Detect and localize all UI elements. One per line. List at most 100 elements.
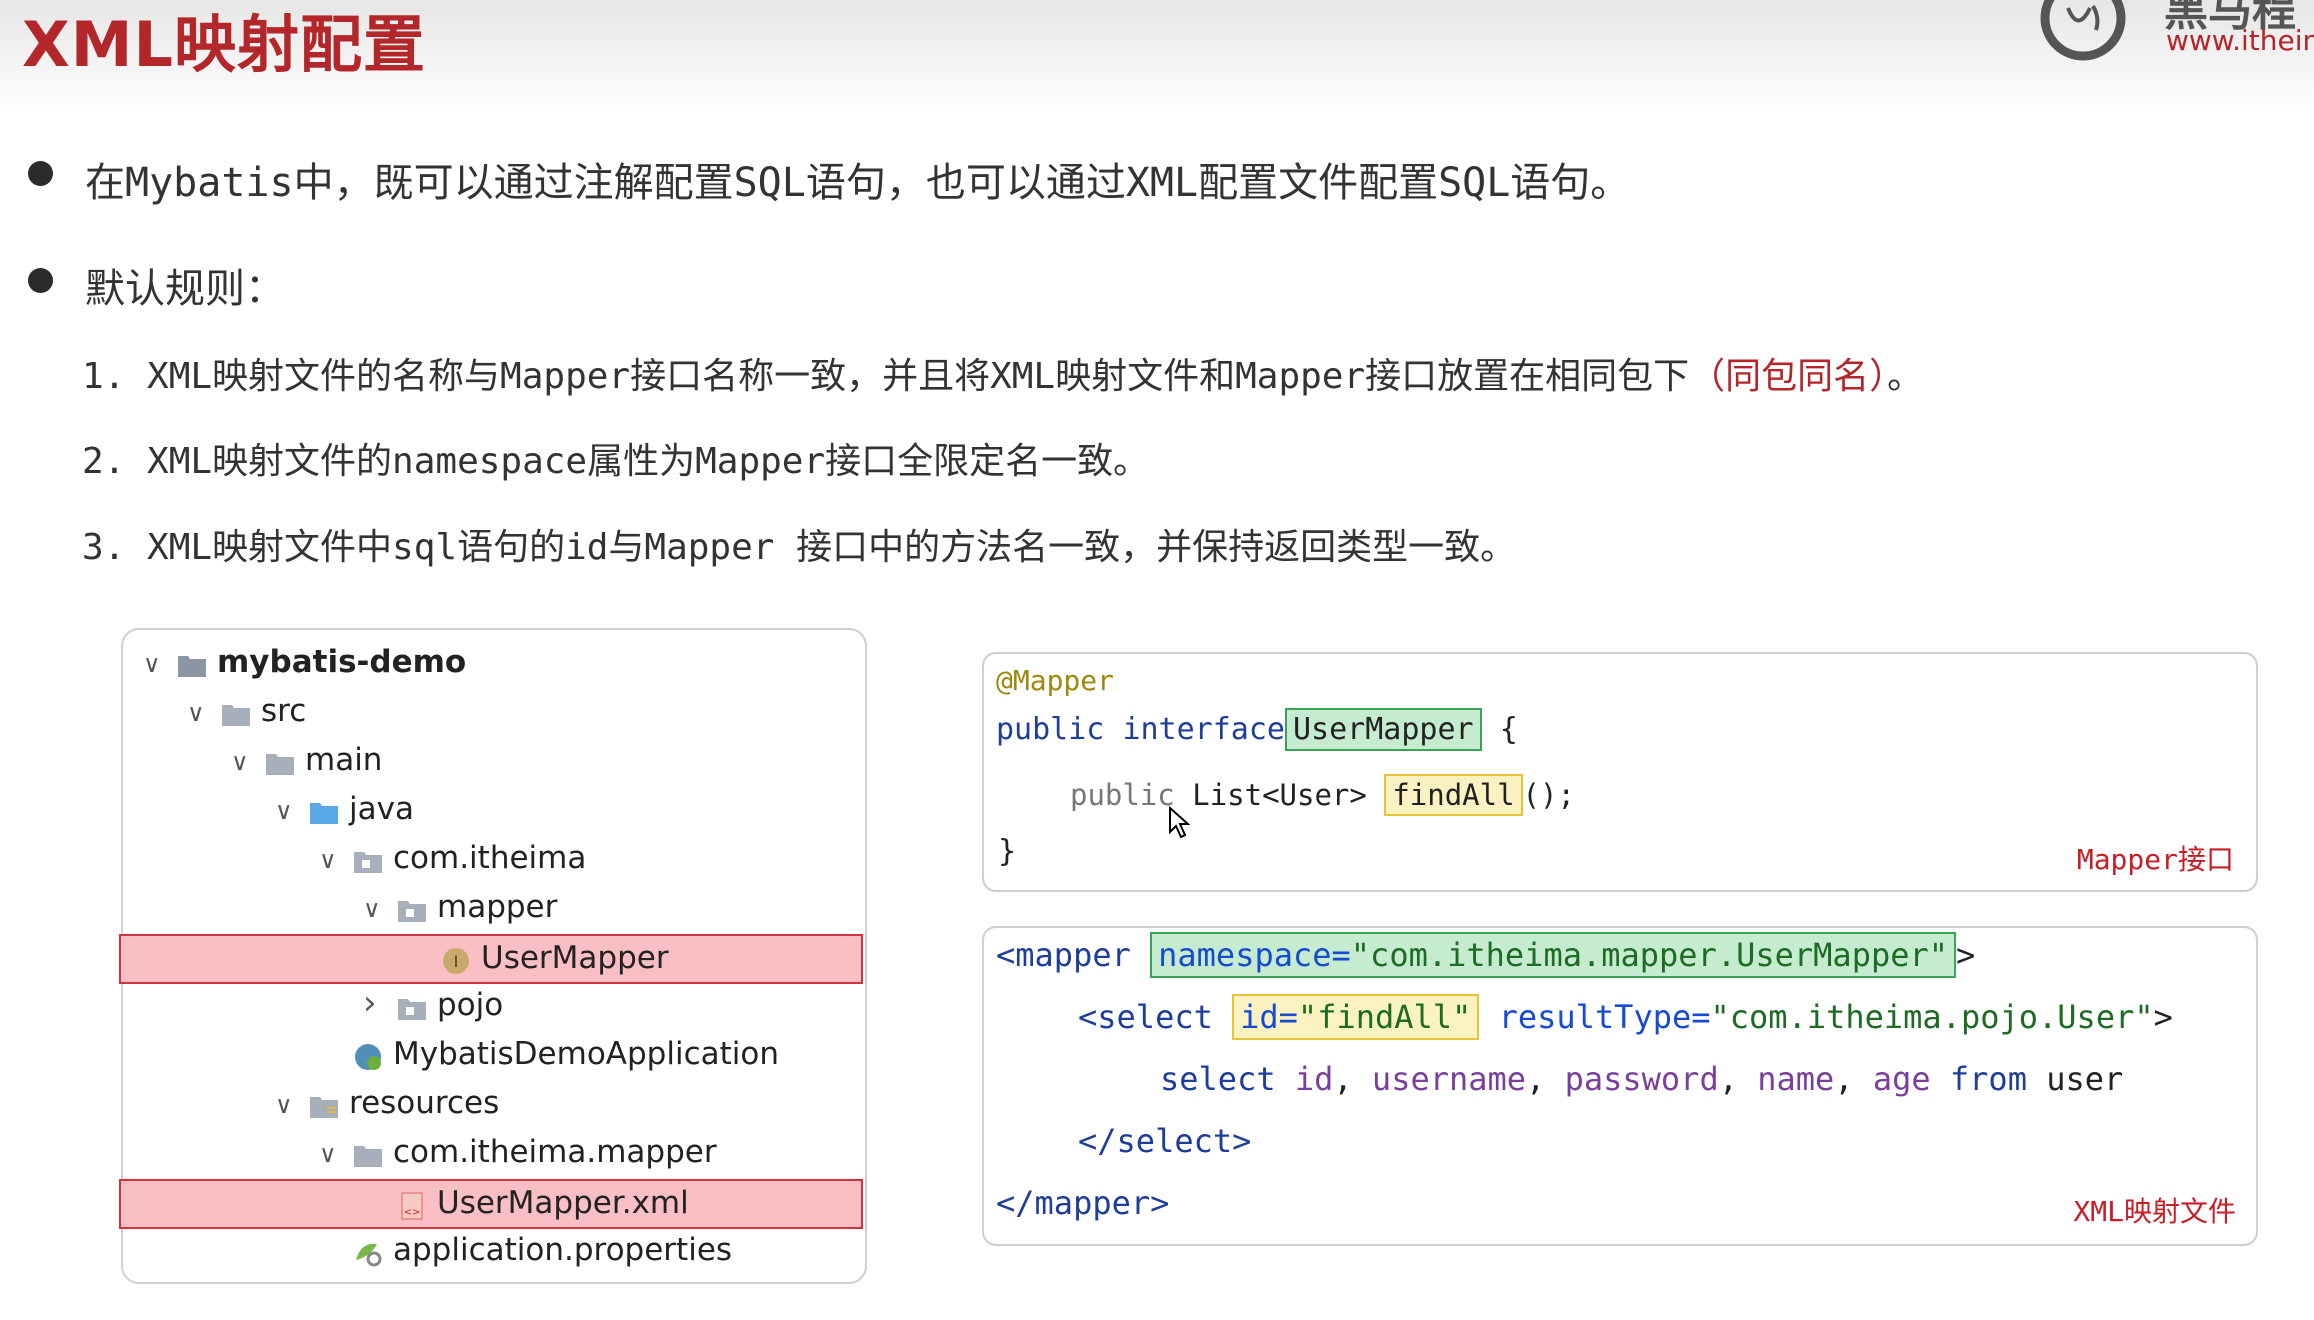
sql-column: id (1294, 1060, 1334, 1098)
chevron-down-icon[interactable]: ∨ (319, 1140, 337, 1168)
header-band (0, 0, 2314, 115)
tree-row[interactable]: ∨ mybatis-demo (121, 640, 863, 688)
rule-1: 1. XML映射文件的名称与Mapper接口名称一致，并且将XML映射文件和Ma… (82, 347, 1923, 399)
method-tail: (); (1522, 778, 1575, 812)
method-declaration: public List<User> findAll(); (1070, 774, 1575, 816)
tree-row-label: com.itheima.mapper (393, 1134, 717, 1170)
select-open-end: > (2153, 998, 2173, 1036)
result-type-value: "com.itheima.pojo.User" (1710, 998, 2154, 1036)
rule-1-highlight: （同包同名） (1689, 356, 1888, 397)
tree-row[interactable]: ∨ com.itheima.mapper (121, 1130, 863, 1178)
keyword-interface: interface (1122, 712, 1285, 747)
tree-row-label: UserMapper (481, 940, 669, 976)
tree-row-label: java (349, 791, 414, 827)
close-brace: } (998, 834, 1017, 869)
interface-icon: I (441, 946, 471, 984)
package-icon (353, 846, 383, 882)
logo-name: 黑马程 (2164, 0, 2296, 36)
bullet-dot (28, 161, 53, 186)
chevron-down-icon[interactable]: ∨ (275, 797, 293, 825)
spring-boot-class-icon (353, 1042, 383, 1080)
tree-row[interactable]: ∨ main (121, 738, 863, 786)
rule-1-text: 1. XML映射文件的名称与Mapper接口名称一致，并且将XML映射文件和Ma… (82, 356, 1690, 397)
tree-row[interactable]: ∨ com.itheima (121, 836, 863, 884)
tree-row[interactable]: ∨ java (121, 787, 863, 835)
return-type: List<User> (1192, 778, 1367, 812)
mapper-annotation: @Mapper (996, 664, 1115, 697)
tree-row-label: mapper (437, 889, 558, 925)
sql-line: select id, username, password, name, age… (1160, 1060, 2124, 1098)
bullet-dot (28, 268, 53, 293)
folder-icon (265, 748, 295, 784)
tree-row-label: src (261, 693, 307, 729)
tree-row-label: main (305, 742, 383, 778)
namespace-attr: namespace= (1158, 936, 1351, 974)
chevron-down-icon[interactable]: ∨ (275, 1091, 293, 1119)
tree-row-label: UserMapper.xml (437, 1185, 689, 1221)
tree-row[interactable]: MybatisDemoApplication (121, 1032, 863, 1080)
tree-row[interactable]: ∨ mapper (121, 885, 863, 933)
properties-file-icon (353, 1238, 383, 1276)
id-highlight: id="findAll" (1232, 994, 1480, 1040)
tree-row-label: com.itheima (393, 840, 587, 876)
select-close-tag: </select> (1078, 1122, 1252, 1160)
namespace-highlight: namespace="com.itheima.mapper.UserMapper… (1150, 932, 1957, 978)
svg-text:I: I (454, 952, 459, 971)
id-attr: id= (1240, 998, 1298, 1036)
chevron-right-icon[interactable]: › (363, 983, 377, 1023)
rule-2: 2. XML映射文件的namespace属性为Mapper接口全限定名一致。 (82, 441, 1150, 482)
tree-row[interactable]: ∨ src (121, 689, 863, 737)
open-brace: { (1499, 712, 1518, 747)
select-open-tag: <select (1078, 998, 1213, 1036)
tree-row[interactable]: application.properties (121, 1228, 863, 1276)
sql-column: age (1872, 1060, 1931, 1098)
mapper-interface-label: Mapper接口 (2076, 843, 2234, 876)
itheima-logo-icon (2040, 0, 2126, 61)
sql-table: user (2046, 1060, 2124, 1098)
sql-column: name (1757, 1060, 1835, 1098)
method-public: public (1070, 778, 1175, 812)
tree-row-label: mybatis-demo (217, 644, 467, 680)
method-name-highlight: findAll (1384, 774, 1523, 816)
mouse-cursor-icon (1169, 806, 1190, 839)
id-value: "findAll" (1297, 998, 1472, 1036)
sql-column: username (1371, 1060, 1527, 1098)
tree-row-label: pojo (437, 987, 504, 1023)
source-folder-icon (309, 797, 339, 833)
xml-mapper-code: <mapper namespace="com.itheima.mapper.Us… (982, 926, 2258, 1246)
module-folder-icon (177, 650, 207, 686)
tree-row-highlighted[interactable]: <> UserMapper.xml (119, 1179, 863, 1229)
page-title: XML映射配置 (22, 8, 427, 81)
svg-text:<>: <> (404, 1207, 421, 1218)
interface-name-highlight: UserMapper (1285, 708, 1482, 751)
chevron-down-icon[interactable]: ∨ (231, 748, 249, 776)
rule-3: 3. XML映射文件中sql语句的id与Mapper 接口中的方法名一致，并保持… (82, 527, 1517, 568)
package-icon (397, 993, 427, 1029)
chevron-down-icon[interactable]: ∨ (187, 699, 205, 727)
namespace-value: "com.itheima.mapper.UserMapper" (1350, 936, 1949, 974)
tree-row-label: application.properties (393, 1232, 733, 1268)
bullet-text-2: 默认规则： (85, 266, 285, 312)
mapper-open-end: > (1956, 936, 1976, 974)
xml-mapper-label: XML映射文件 (2073, 1195, 2236, 1228)
chevron-down-icon[interactable]: ∨ (363, 895, 381, 923)
resources-folder-icon (309, 1091, 339, 1127)
mapper-open-line: <mapper namespace="com.itheima.mapper.Us… (996, 932, 1976, 978)
chevron-down-icon[interactable]: ∨ (319, 846, 337, 874)
tree-row[interactable]: ∨resources (121, 1081, 863, 1129)
package-icon (397, 895, 427, 931)
logo-url: www.itheim (2166, 24, 2314, 57)
folder-icon (221, 699, 251, 735)
tree-row-highlighted[interactable]: I UserMapper (119, 934, 863, 984)
chevron-down-icon[interactable]: ∨ (143, 650, 161, 678)
keyword-public: public (996, 712, 1105, 747)
sql-from-keyword: from (1949, 1060, 2027, 1098)
folder-icon (353, 1140, 383, 1176)
tree-row[interactable]: › pojo (121, 983, 863, 1031)
xml-file-icon: <> (397, 1191, 427, 1229)
mapper-open-tag: <mapper (996, 936, 1131, 974)
sql-column: password (1564, 1060, 1719, 1098)
sql-select-keyword: select (1160, 1060, 1276, 1098)
